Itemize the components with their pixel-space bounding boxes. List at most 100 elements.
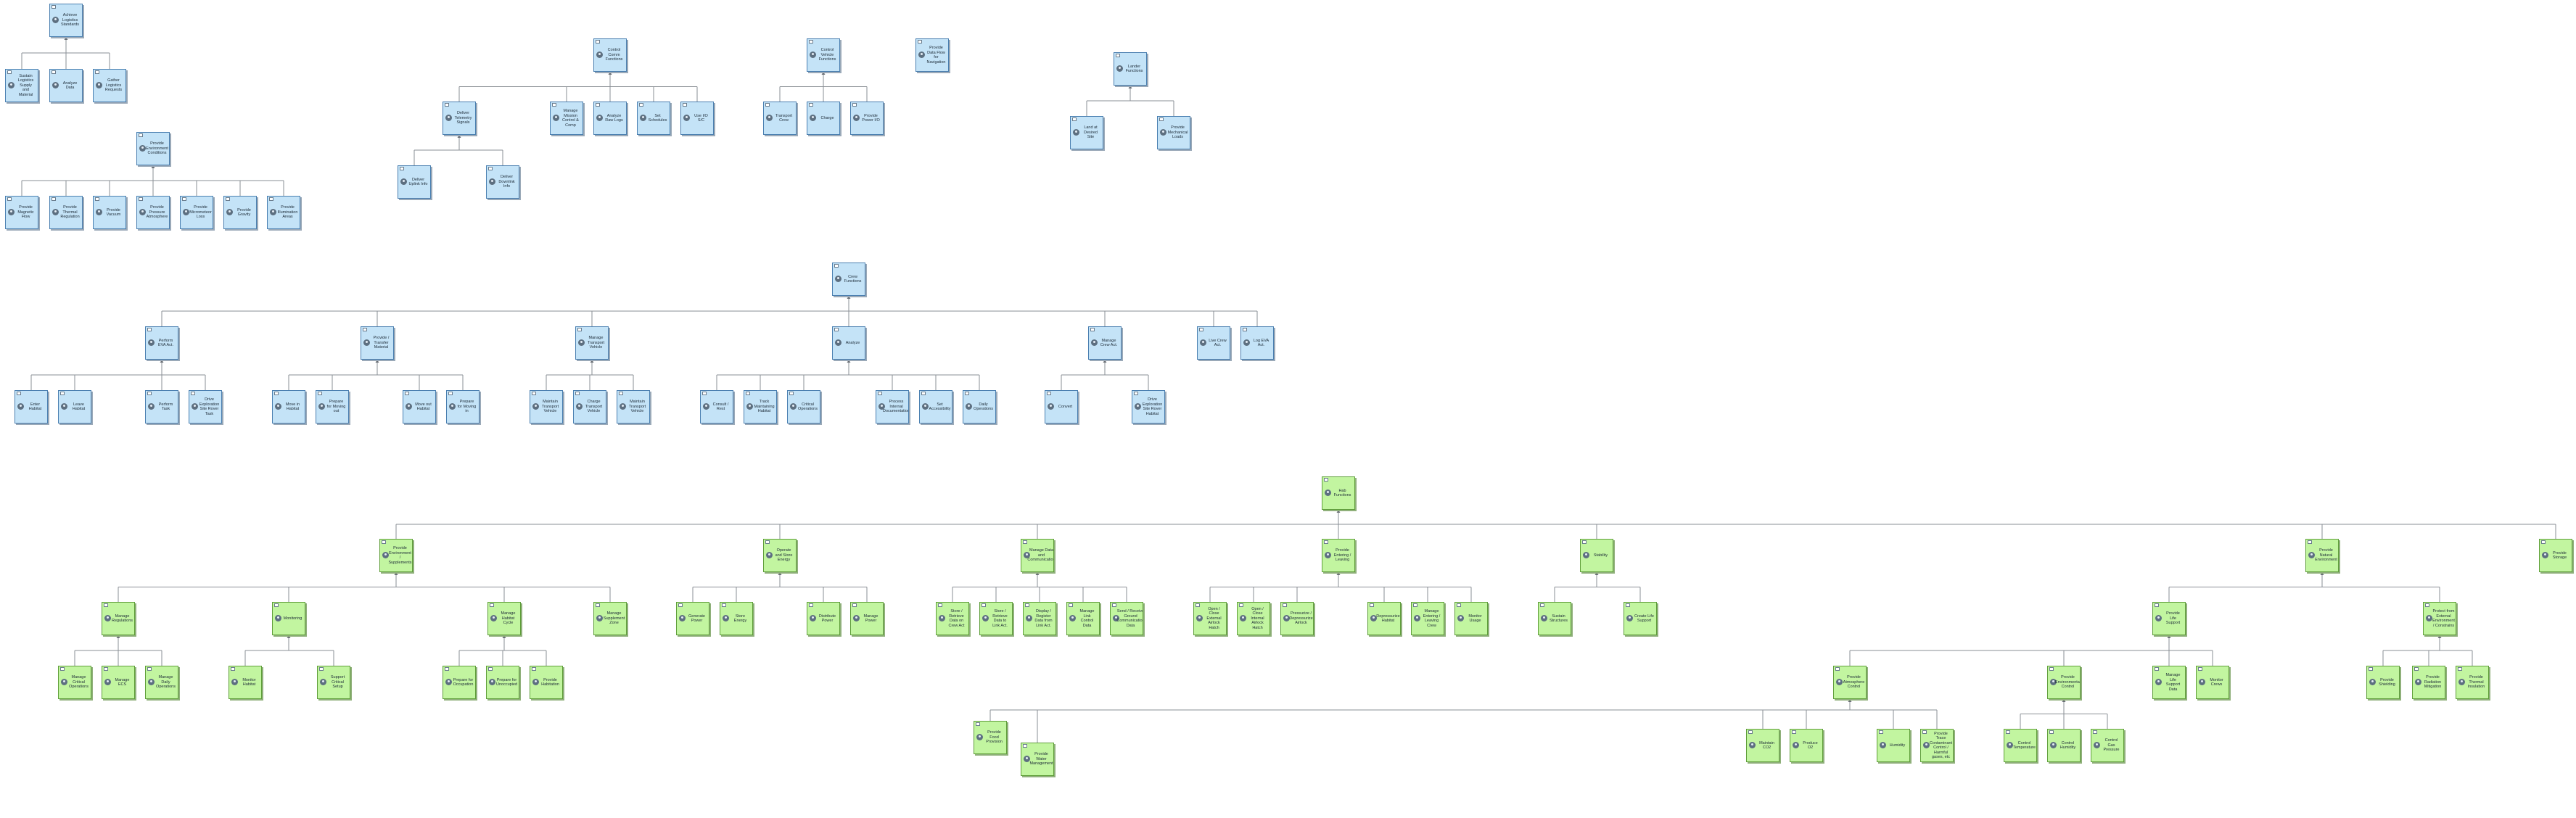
function-node-provide-shielding[interactable]: Provide Shielding <box>2366 666 2400 699</box>
function-node-maintain-transport-vehicle[interactable]: Maintain Transport Vehicle <box>530 390 563 424</box>
function-node-support-critical-setup[interactable]: Support Critical Setup <box>317 666 350 699</box>
function-node-provide-habitation[interactable]: Provide Habitation <box>530 666 563 699</box>
function-node-manage-critical-operations[interactable]: Manage Critical Operations <box>58 666 91 699</box>
function-node-provide-power-i-o[interactable]: Provide Power I/O <box>850 102 884 135</box>
function-node-provide-magnetic-flow[interactable]: Provide Magnetic Flow <box>5 196 38 229</box>
function-node-provide-entering-leaving[interactable]: Provide Entering / Leaving <box>1322 539 1355 572</box>
function-node-store-retrieve-data-to-link-act[interactable]: Store / Retrieve Data to Link Act. <box>979 602 1013 635</box>
function-node-manage-life-support-data[interactable]: Manage Life Support Data <box>2152 666 2186 699</box>
function-node-open-close-internal-airlock-hatch[interactable]: Open / Close Internal Airlock Hatch <box>1237 602 1270 635</box>
function-node-set-schedules[interactable]: Set Schedules <box>637 102 670 135</box>
function-node-monitor-crews[interactable]: Monitor Crews <box>2196 666 2229 699</box>
function-node-deliver-telemetry-signals[interactable]: Deliver Telemetry Signals <box>443 102 476 135</box>
function-node-generate-power[interactable]: Generate Power <box>676 602 709 635</box>
function-node-manage-transport-vehicle[interactable]: Manage Transport Vehicle <box>575 326 609 360</box>
function-node-provide-gravity[interactable]: Provide Gravity <box>223 196 257 229</box>
function-node-protect-from-external-environment-constrains[interactable]: Protect from External Environment / Cons… <box>2423 602 2456 635</box>
function-node-operate-and-store-energy[interactable]: Operate and Store Energy <box>763 539 797 572</box>
function-node-charge[interactable]: Charge <box>807 102 840 135</box>
function-node-provide-food-provision[interactable]: Provide Food Provision <box>974 721 1007 754</box>
function-node-manage-regulations[interactable]: Manage Regulations <box>102 602 135 635</box>
function-node-maintain-co2[interactable]: Maintain CO2 <box>1746 729 1779 762</box>
function-node-monitor-usage[interactable]: Monitor Usage <box>1454 602 1488 635</box>
function-node-convert[interactable]: Convert <box>1045 390 1078 424</box>
function-node-lander-functions[interactable]: Lander Functions <box>1114 52 1147 86</box>
function-node-hab-functions[interactable]: Hab Functions <box>1322 476 1355 510</box>
function-node-control-comm-functions[interactable]: Control Comm Functions <box>593 38 627 72</box>
function-node-provide-environment-conditions[interactable]: Provide Environment Conditions <box>136 132 170 165</box>
function-node-use-i-o-s-c[interactable]: Use I/O S/C <box>680 102 714 135</box>
function-node-produce-o2[interactable]: Produce O2 <box>1790 729 1823 762</box>
function-node-analyze-raw-logs[interactable]: Analyze Raw Logs <box>593 102 627 135</box>
function-node-provide-thermal-insulation[interactable]: Provide Thermal Insulation <box>2456 666 2489 699</box>
function-node-sustain-logistics-supply-and-material[interactable]: Sustain Logistics Supply and Material <box>5 69 38 102</box>
function-node-depressurize-habitat[interactable]: Depressurize Habitat <box>1367 602 1401 635</box>
function-node-charge-transport-vehicle[interactable]: Charge Transport Vehicle <box>573 390 606 424</box>
function-node-perform-eva-act[interactable]: Perform EVA Act. <box>145 326 178 360</box>
function-node-deliver-uplink-info[interactable]: Deliver Uplink Info <box>398 165 431 199</box>
function-node-perform-task[interactable]: Perform Task <box>145 390 178 424</box>
function-node-provide-trace-contaminant-control-harmful-gases-etc[interactable]: Provide Trace Contaminant Control / Harm… <box>1920 729 1954 762</box>
function-node-deliver-downlink-info[interactable]: Deliver Downlink Info <box>486 165 519 199</box>
function-node-store-energy[interactable]: Store Energy <box>720 602 753 635</box>
function-node-provide-atmosphere-control[interactable]: Provide Atmosphere Control <box>1833 666 1867 699</box>
function-node-live-crew-act[interactable]: Live Crew Act. <box>1197 326 1230 360</box>
function-node-manage-crew-act[interactable]: Manage Crew Act. <box>1088 326 1122 360</box>
function-node-store-retrieve-data-on-crew-act[interactable]: Store / Retrieve Data on Crew Act <box>936 602 969 635</box>
function-node-create-life-support[interactable]: Create Life Support <box>1624 602 1657 635</box>
function-node-log-eva-act[interactable]: Log EVA Act. <box>1240 326 1274 360</box>
function-node-land-at-desired-site[interactable]: Land at Desired Site <box>1070 116 1103 149</box>
function-node-monitor-habitat[interactable]: Monitor Habitat <box>229 666 262 699</box>
function-node-critical-operations[interactable]: Critical Operations <box>787 390 820 424</box>
function-node-provide-pressure-atmosphere[interactable]: Provide Pressure Atmosphere <box>136 196 170 229</box>
function-node-prepare-for-moving-out[interactable]: Prepare for Moving out <box>316 390 349 424</box>
function-node-open-close-external-airlock-hatch[interactable]: Open / Close External Airlock Hatch <box>1193 602 1227 635</box>
function-node-distribute-power[interactable]: Distribute Power <box>807 602 840 635</box>
function-node-manage-data-and-communication[interactable]: Manage Data and Communication <box>1021 539 1054 572</box>
function-node-display-register-data-from-link-act[interactable]: Display / Register Data from Link Act. <box>1023 602 1056 635</box>
function-node-daily-operations[interactable]: Daily Operations <box>963 390 996 424</box>
function-node-control-gas-pressure[interactable]: Control Gas Pressure <box>2091 729 2124 762</box>
function-node-provide-mechanical-loads[interactable]: Provide Mechanical Loads <box>1157 116 1190 149</box>
function-node-track-maintaining-habitat[interactable]: Track Maintaining Habitat <box>744 390 777 424</box>
function-node-provide-thermal-regulation[interactable]: Provide Thermal Regulation <box>49 196 83 229</box>
function-node-provide-illumination-areas[interactable]: Provide Illumination Areas <box>267 196 300 229</box>
function-node-control-humidity[interactable]: Control Humidity <box>2047 729 2081 762</box>
function-node-manage-ecs[interactable]: Manage ECS <box>102 666 135 699</box>
function-node-humidity[interactable]: Humidity <box>1877 729 1910 762</box>
function-node-provide-water-management[interactable]: Provide Water Management <box>1021 743 1054 776</box>
function-node-process-internal-documentation[interactable]: Process Internal Documentation <box>876 390 909 424</box>
function-node-provide-storage[interactable]: Provide Storage <box>2539 539 2572 572</box>
function-node-manage-mission-control-comp[interactable]: Manage Mission Control & Comp <box>550 102 583 135</box>
function-node-control-vehicle-functions[interactable]: Control Vehicle Functions <box>807 38 840 72</box>
function-node-manage-supplement-zone[interactable]: Manage Supplement Zone <box>593 602 627 635</box>
function-node-transport-crew[interactable]: Transport Crew <box>763 102 797 135</box>
function-node-gather-logistics-requests[interactable]: Gather Logistics Requests <box>93 69 126 102</box>
function-node-drive-exploration-site-rover-habitat[interactable]: Drive Exploration Site Rover Habitat <box>1132 390 1165 424</box>
function-node-analyze-data[interactable]: Analyze Data <box>49 69 83 102</box>
function-node-provide-natural-environment[interactable]: Provide Natural Environment <box>2305 539 2339 572</box>
function-node-sustain-structures[interactable]: Sustain Structures <box>1538 602 1571 635</box>
function-node-monitoring[interactable]: Monitoring <box>272 602 305 635</box>
function-node-maintain-transport-vehicle[interactable]: Maintain Transport Vehicle <box>617 390 650 424</box>
function-node-manage-link-control-data[interactable]: Manage Link Control Data <box>1066 602 1100 635</box>
function-node-prepare-for-moving-in[interactable]: Prepare for Moving in <box>446 390 480 424</box>
function-node-prepare-for-occupation[interactable]: Prepare for Occupation <box>443 666 476 699</box>
function-node-provide-environment-supplements[interactable]: Provide Environment / Supplements <box>379 539 413 572</box>
function-node-control-temperature[interactable]: Control Temperature <box>2004 729 2037 762</box>
function-node-send-receive-ground-communication-data[interactable]: Send / Receive Ground Communication Data <box>1110 602 1143 635</box>
function-node-drive-exploration-site-rover-task[interactable]: Drive Exploration Site Rover Task <box>189 390 222 424</box>
function-node-manage-entering-leaving-crew[interactable]: Manage Entering / Leaving Crew <box>1411 602 1444 635</box>
function-node-crew-functions[interactable]: Crew Functions <box>832 263 865 296</box>
function-node-consult-rest[interactable]: Consult / Rest <box>700 390 733 424</box>
function-node-manage-power[interactable]: Manage Power <box>850 602 884 635</box>
function-node-provide-life-support[interactable]: Provide Life Support <box>2152 602 2186 635</box>
function-node-prepare-for-unoccupied[interactable]: Prepare for Unoccupied <box>486 666 519 699</box>
function-node-provide-micrometeor-loss[interactable]: Provide Micrometeor Loss <box>180 196 213 229</box>
function-node-move-in-habitat[interactable]: Move in Habitat <box>272 390 305 424</box>
function-node-manage-habitat-cycle[interactable]: Manage Habitat Cycle <box>487 602 521 635</box>
function-node-provide-data-flow-for-navigation[interactable]: Provide Data Flow for Navigation <box>915 38 949 72</box>
function-node-analyze[interactable]: Analyze <box>832 326 865 360</box>
function-node-achieve-logistics-standards[interactable]: Achieve Logistics Standards <box>49 4 83 37</box>
function-node-provide-environmental-control[interactable]: Provide Environmental Control <box>2047 666 2081 699</box>
